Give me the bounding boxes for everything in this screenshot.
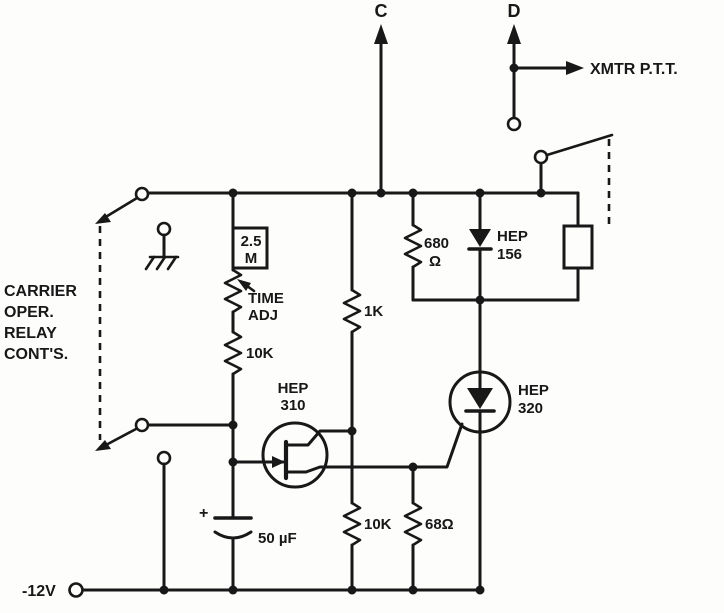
junction-dots [159,63,546,595]
caption-line: OPER. [4,304,54,321]
resistor-body [342,288,362,334]
emitter-arrow-icon [272,456,285,468]
contact-circle [533,149,549,165]
resistor-680: 680 Ω [403,191,449,302]
pot-value-box [231,226,269,270]
junction-dot [228,188,238,198]
junction-dot [408,188,418,198]
resistor-value: 680 [424,235,449,252]
relay-contact-ground [95,186,180,271]
transistor-label: HEP [278,380,309,397]
resistor-body [403,501,423,547]
cap-polarity: + [199,505,208,522]
caption-line: CARRIER [4,283,77,300]
contact-arm [102,196,139,220]
scr-label: HEP [518,382,549,399]
transistor-body [261,421,329,489]
junction-dot [475,585,485,595]
junction-dot [228,420,238,430]
resistor-10k-timing: 10K [223,310,274,520]
xmtr-ptt-output: XMTR P.T.T. [512,61,678,78]
contact-circle [134,417,150,433]
resistor-body [342,501,362,547]
junction-dot [475,188,485,198]
capacitor-50uf: + 50 µF [199,505,297,592]
pot-resistor-body [223,268,243,314]
contact-circle [156,450,172,466]
junction-dot [228,585,238,595]
relay-contact-xmtr [506,116,614,226]
junction-dot [376,188,386,198]
ground-icon [144,255,180,271]
terminal-neg12v: -12V [22,582,84,600]
arrow-right-icon [566,61,584,75]
scr-hep320: HEP 320 [448,298,549,592]
junction-dot [347,188,357,198]
diode-triangle [469,229,491,247]
contact-circle [134,186,150,202]
junction-dot [228,457,238,467]
resistor-1k: 1K [342,191,383,505]
time-adj-label: ADJ [248,307,278,324]
transistor-label: 310 [280,397,305,414]
resistor-body [403,223,423,269]
lower-terminal-wire [284,422,464,474]
arrow-icon [95,440,111,451]
resistor-value: 68Ω [425,516,454,533]
pot-2p5m: 2.5 M TIME ADJ [223,191,284,324]
resistor-10k-divider: 10K [342,501,392,592]
pot-value: 2.5 [241,233,262,250]
pot-value: M [245,250,258,267]
diode-hep156: HEP 156 [467,191,528,302]
contact-arm [545,133,614,157]
wiper-arrow-icon [237,279,251,291]
carrier-relay-caption: CARRIER OPER. RELAY CONT'S. [4,283,77,363]
resistor-value: 10K [364,516,392,533]
junction-dot [536,188,546,198]
terminal-d-label: D [508,1,521,21]
neg12v-label: -12V [22,583,56,600]
caption-line: CONT'S. [4,346,68,363]
relay-coil [562,191,594,302]
resistor-body [223,330,243,376]
junction-dot [347,426,357,436]
scr-label: 320 [518,400,543,417]
resistor-value: 1K [364,303,383,320]
contact-arm [102,427,138,448]
upper-terminal-wire [284,429,354,447]
cap-value: 50 µF [258,530,297,547]
xmtr-ptt-label: XMTR P.T.T. [590,61,678,78]
arrow-up-icon [507,24,521,44]
time-adj-label: TIME [248,290,284,307]
resistor-value: Ω [429,253,441,270]
junction-dot [347,585,357,595]
resistor-68: 68Ω [403,465,454,592]
transistor-hep310: HEP 310 [231,380,464,489]
junction-dot [408,585,418,595]
terminal-c: C [374,1,388,195]
terminal-c-label: C [375,1,388,21]
junction-dot [159,585,169,595]
resistor-value: 10K [246,345,274,362]
diode-label: 156 [497,246,522,263]
arrow-icon [95,213,111,224]
contact-circle [156,221,172,237]
terminal-circle [68,582,84,598]
junction-dot [408,462,418,472]
caption-line: RELAY [4,325,57,342]
arrow-up-icon [374,24,388,44]
junction-dot [475,295,485,305]
contact-circle [506,116,522,132]
scr-triangle [467,388,493,409]
junction-dot [509,63,519,73]
coil-body [562,224,594,270]
terminal-d: D [507,1,521,120]
diode-label: HEP [497,228,528,245]
relay-contact-timing [95,417,235,592]
